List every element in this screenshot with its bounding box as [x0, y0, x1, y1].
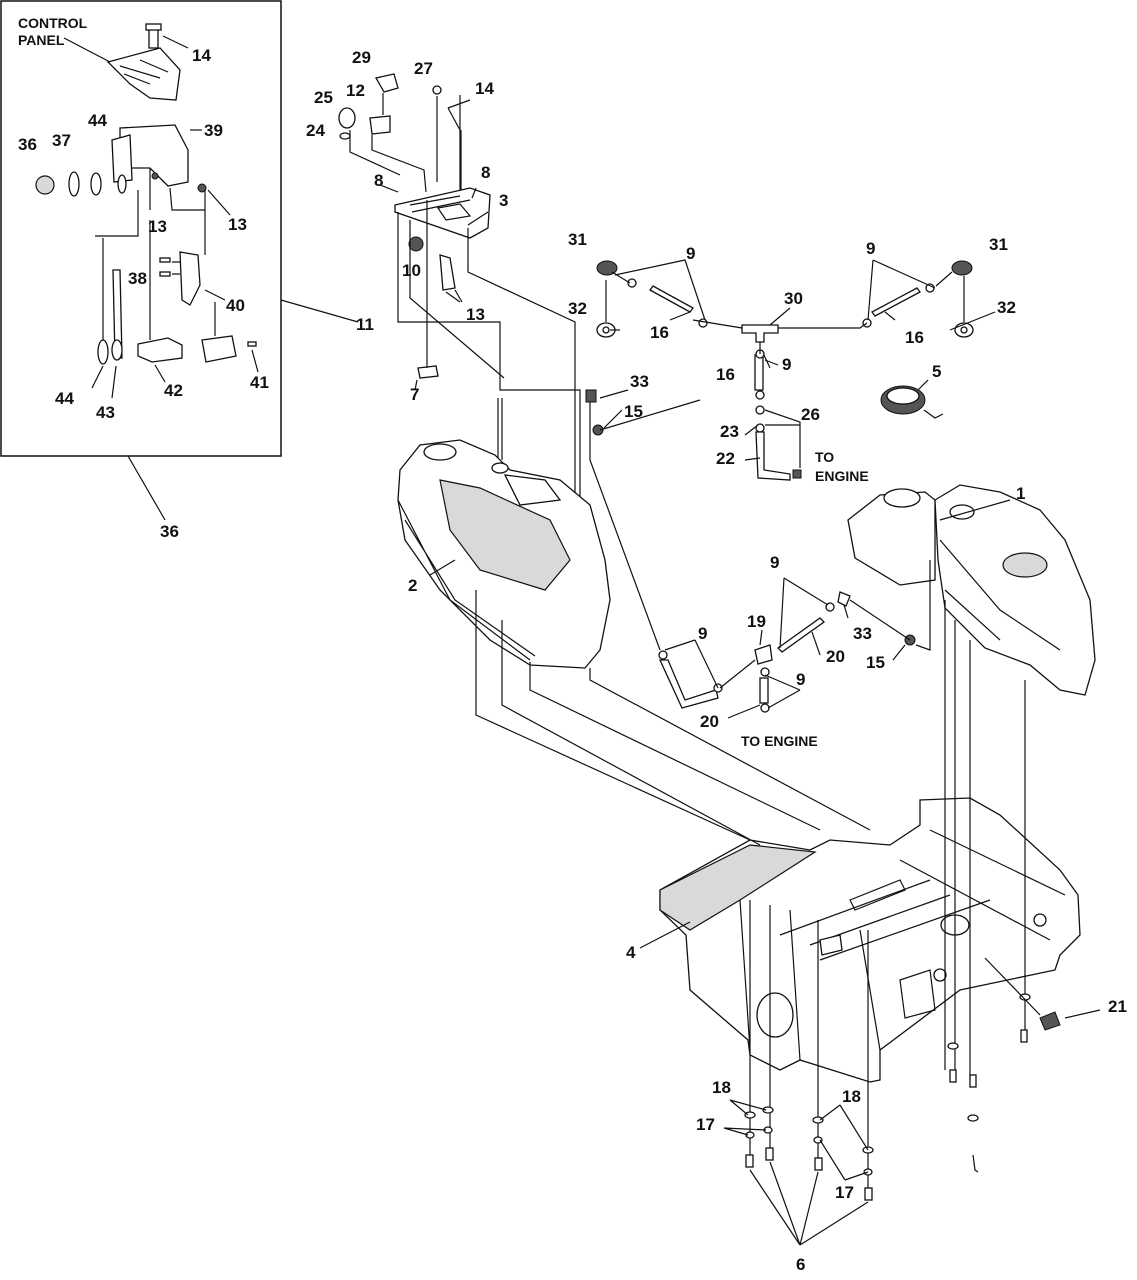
fender-pan-2 — [397, 439, 611, 669]
callout-11: 11 — [356, 315, 374, 334]
callout-39: 39 — [204, 121, 223, 140]
callout-10: 10 — [402, 261, 421, 280]
callout-20a: 20 — [826, 647, 845, 666]
note-to-engine-upper-line2: ENGINE — [815, 468, 869, 484]
fuel-tank-caps-31 — [596, 260, 974, 338]
callout-36b: 36 — [160, 522, 179, 541]
note-to-engine-lower: TO ENGINE — [741, 733, 818, 749]
fuel-filter-22-hose — [755, 431, 802, 481]
callout-44a: 44 — [88, 111, 107, 130]
callout-36a: 36 — [18, 135, 37, 154]
detail-leader-lines — [63, 35, 359, 521]
callout-leaders — [429, 259, 1011, 949]
callout-labels: CONTROL PANEL 14 36 37 44 39 13 13 38 40… — [18, 15, 1127, 1274]
callout-9d: 9 — [698, 624, 707, 643]
callout-14a: 14 — [192, 46, 211, 65]
callout-37: 37 — [52, 131, 71, 150]
throttle-lever-assembly — [97, 251, 257, 365]
callout-14b: 14 — [475, 79, 494, 98]
fuel-line-paths — [605, 271, 965, 354]
gas-cap-5 — [880, 385, 944, 419]
tee-fitting-30 — [741, 324, 779, 343]
callout-33b: 33 — [853, 624, 872, 643]
callout-25: 25 — [314, 88, 333, 107]
callout-32a: 32 — [568, 299, 587, 318]
control-panel-fragment — [106, 47, 181, 101]
callout-16a: 16 — [650, 323, 669, 342]
note-to-engine-upper-line1: TO — [815, 449, 834, 465]
callout-31b: 31 — [989, 235, 1008, 254]
callout-27: 27 — [414, 59, 433, 78]
lower-fuel-lines — [585, 389, 931, 713]
callout-42: 42 — [164, 381, 183, 400]
callout-44b: 44 — [55, 389, 74, 408]
frame-leader-lines — [475, 590, 1026, 1190]
callout-7: 7 — [410, 385, 419, 404]
callout-38: 38 — [128, 269, 147, 288]
callout-13a: 13 — [148, 217, 167, 236]
callout-41: 41 — [250, 373, 269, 392]
callout-13b: 13 — [228, 215, 247, 234]
callout-17a: 17 — [696, 1115, 715, 1134]
callout-19: 19 — [747, 612, 766, 631]
callout-32b: 32 — [997, 298, 1016, 317]
washers-36-37-44-detail — [35, 171, 207, 197]
callout-30: 30 — [784, 289, 803, 308]
callout-18a: 18 — [712, 1078, 731, 1097]
callout-8b: 8 — [481, 163, 490, 182]
callout-9b: 9 — [866, 239, 875, 258]
callout-1: 1 — [1016, 484, 1025, 503]
callout-16c: 16 — [716, 365, 735, 384]
callout-9a: 9 — [686, 244, 695, 263]
ignition-switch-parts — [338, 73, 456, 379]
callout-40: 40 — [226, 296, 245, 315]
note-control-panel-line2: PANEL — [18, 32, 65, 48]
callout-33a: 33 — [630, 372, 649, 391]
callout-4: 4 — [626, 943, 636, 962]
callout-29: 29 — [352, 48, 371, 67]
callout-23: 23 — [720, 422, 739, 441]
callout-17b: 17 — [835, 1183, 854, 1202]
control-plate-3 — [394, 187, 491, 239]
hardware-leaders — [723, 1009, 1101, 1246]
fuel-tank-1 — [847, 484, 1096, 696]
note-control-panel-line1: CONTROL — [18, 15, 88, 31]
top-leader-lines — [349, 93, 581, 505]
callout-12: 12 — [346, 81, 365, 100]
callout-43: 43 — [96, 403, 115, 422]
bracket-39 — [111, 124, 189, 187]
callout-3: 3 — [499, 191, 508, 210]
callout-26: 26 — [801, 405, 820, 424]
callout-15b: 15 — [866, 653, 885, 672]
bolt-14-detail — [145, 23, 162, 49]
callout-8a: 8 — [374, 171, 383, 190]
callout-31a: 31 — [568, 230, 587, 249]
callout-9e: 9 — [770, 553, 779, 572]
callout-20b: 20 — [700, 712, 719, 731]
callout-6: 6 — [796, 1255, 805, 1274]
chassis-frame-4 — [659, 797, 1081, 1083]
detail-inset-frame — [0, 0, 282, 457]
callout-13c: 13 — [466, 305, 485, 324]
callout-9c: 9 — [782, 355, 791, 374]
callout-9f: 9 — [796, 670, 805, 689]
callout-15a: 15 — [624, 402, 643, 421]
callout-16b: 16 — [905, 328, 924, 347]
callout-18b: 18 — [842, 1087, 861, 1106]
callout-22: 22 — [716, 449, 735, 468]
callout-2: 2 — [408, 576, 417, 595]
callout-24: 24 — [306, 121, 325, 140]
callout-5: 5 — [932, 362, 941, 381]
callout-21: 21 — [1108, 997, 1127, 1016]
